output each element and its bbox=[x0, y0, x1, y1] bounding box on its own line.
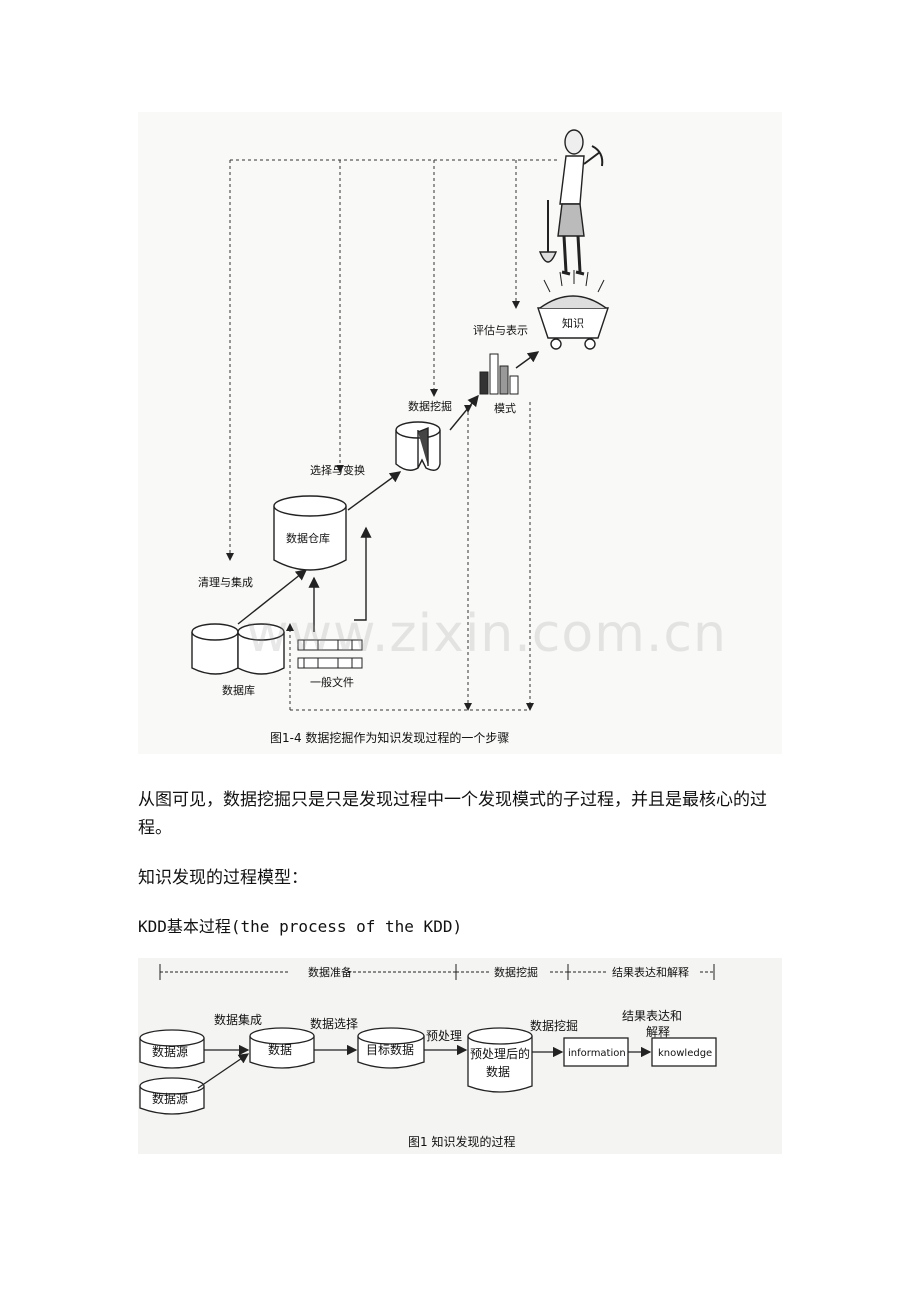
source-cylinder-1 bbox=[139, 1029, 205, 1069]
phase-mining: 数据挖掘 bbox=[494, 965, 538, 979]
flatfile-icon bbox=[297, 639, 363, 669]
figure-kdd-process-diagram: 数据准备 数据挖掘 结果表达和解释 bbox=[139, 964, 717, 1149]
figure-kdd-process: 数据准备 数据挖掘 结果表达和解释 bbox=[138, 958, 782, 1154]
step-interpret-line1: 结果表达和 bbox=[622, 1009, 682, 1023]
source-cylinder-2 bbox=[139, 1077, 205, 1115]
node-data: 数据 bbox=[268, 1042, 292, 1057]
label-knowledge: 知识 bbox=[562, 316, 584, 330]
paragraph-description: 从图可见，数据挖掘只是只是发现过程中一个发现模式的子过程，并且是最核心的过程。 bbox=[138, 790, 767, 838]
pattern-barchart-icon bbox=[479, 353, 519, 395]
label-mining: 数据挖掘 bbox=[408, 399, 452, 413]
step-integrate: 数据集成 bbox=[214, 1012, 262, 1027]
label-select: 选择与变换 bbox=[310, 463, 365, 477]
node-preprocessed-line2: 数据 bbox=[486, 1064, 510, 1079]
node-knowledge: knowledge bbox=[658, 1048, 712, 1059]
node-preprocessed-line1: 预处理后的 bbox=[470, 1046, 530, 1061]
label-pattern: 模式 bbox=[494, 402, 516, 415]
phase-result: 结果表达和解释 bbox=[612, 965, 689, 979]
phase-bar bbox=[159, 964, 715, 980]
node-information: information bbox=[568, 1048, 626, 1059]
figure-kdd-steps: 知识 评估与表示 模式 数据挖掘 选择与变换 数据仓库 清理与集成 bbox=[138, 112, 782, 754]
mining-cylinder-icon bbox=[395, 421, 441, 471]
node-source-1: 数据源 bbox=[152, 1044, 188, 1059]
label-evaluate: 评估与表示 bbox=[473, 323, 528, 337]
target-data-cylinder bbox=[357, 1027, 425, 1069]
watermark-text: www.zixin.com.cn bbox=[246, 604, 727, 664]
step-interpret-line2: 解释 bbox=[646, 1025, 670, 1039]
database-cylinders-icon bbox=[191, 623, 285, 675]
node-target: 目标数据 bbox=[366, 1042, 414, 1057]
label-clean: 清理与集成 bbox=[198, 575, 253, 589]
step-select: 数据选择 bbox=[310, 1016, 358, 1031]
paragraph-kdd-heading: KDD基本过程(the process of the KDD) bbox=[138, 917, 463, 936]
flow-arrows bbox=[237, 351, 540, 632]
figure2-caption: 图1 知识发现的过程 bbox=[408, 1134, 515, 1149]
node-source-2: 数据源 bbox=[152, 1091, 188, 1106]
miner-illustration bbox=[538, 129, 604, 276]
feedback-lines bbox=[226, 159, 558, 711]
step-mining: 数据挖掘 bbox=[530, 1018, 578, 1033]
figure-kdd-steps-diagram: 知识 评估与表示 模式 数据挖掘 选择与变换 数据仓库 清理与集成 bbox=[191, 129, 609, 745]
label-warehouse: 数据仓库 bbox=[286, 531, 330, 545]
figure1-caption: 图1-4 数据挖掘作为知识发现过程的一个步骤 bbox=[270, 730, 509, 745]
phase-prep: 数据准备 bbox=[308, 965, 352, 979]
step-preprocess: 预处理 bbox=[426, 1029, 462, 1043]
knowledge-box bbox=[651, 1037, 717, 1067]
preprocessed-data-cylinder bbox=[467, 1027, 533, 1093]
data-cylinder bbox=[249, 1027, 315, 1069]
paragraph-model-heading: 知识发现的过程模型： bbox=[138, 868, 308, 888]
process-arrows bbox=[197, 1044, 652, 1089]
knowledge-cart-illustration bbox=[537, 270, 609, 350]
label-flatfile: 一般文件 bbox=[310, 675, 354, 689]
warehouse-cylinder-icon bbox=[273, 495, 347, 571]
label-database: 数据库 bbox=[222, 683, 255, 697]
